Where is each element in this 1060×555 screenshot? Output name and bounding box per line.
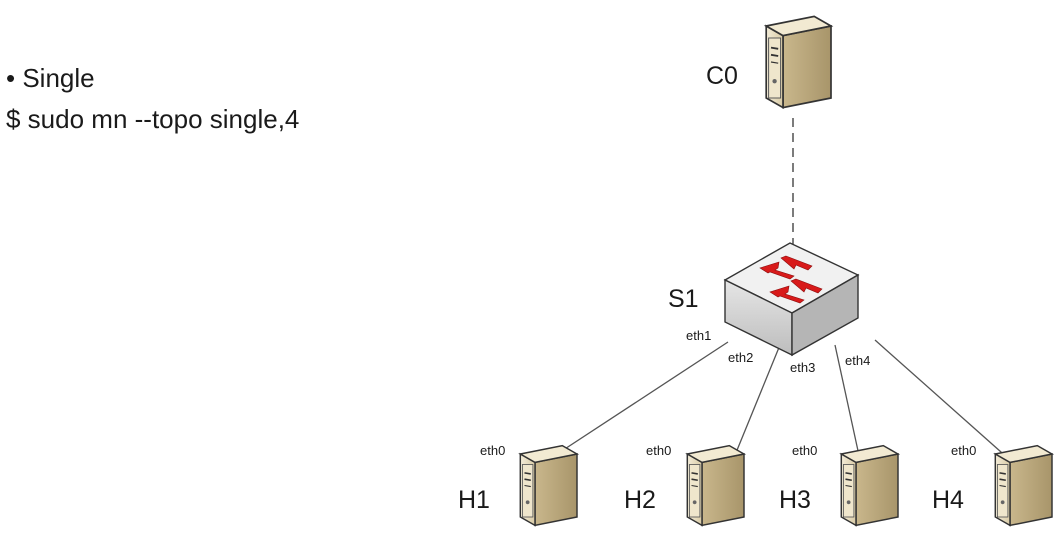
switch-icon: [723, 242, 860, 357]
host-h1-server-icon: [519, 444, 578, 527]
switch-port-eth2: eth2: [728, 350, 753, 365]
host-h3-port: eth0: [792, 443, 817, 458]
link-h3: [834, 344, 861, 461]
host-h4-server-icon: [994, 444, 1053, 527]
host-h1-port: eth0: [480, 443, 505, 458]
bullet-single: • Single: [6, 63, 95, 93]
controller-label: C0: [706, 62, 738, 90]
host-h4-port: eth0: [951, 443, 976, 458]
switch-arrows-icon: [759, 255, 823, 304]
link-h4: [874, 339, 1011, 461]
host-h2-label: H2: [624, 486, 656, 514]
switch-port-eth1: eth1: [686, 328, 711, 343]
host-h2-server-icon: [686, 444, 745, 527]
switch-port-eth3: eth3: [790, 360, 815, 375]
host-h1-label: H1: [458, 486, 490, 514]
link-h1: [547, 341, 729, 461]
slide-text: • Single $ sudo mn --topo single,4: [6, 58, 299, 140]
host-h3-server-icon: [840, 444, 899, 527]
host-h2-port: eth0: [646, 443, 671, 458]
switch-port-eth4: eth4: [845, 353, 870, 368]
switch-label: S1: [668, 285, 699, 313]
host-h4-label: H4: [932, 486, 964, 514]
link-h2: [732, 344, 781, 461]
command-line: $ sudo mn --topo single,4: [6, 104, 300, 134]
host-h3-label: H3: [779, 486, 811, 514]
controller-server-icon: [765, 15, 832, 109]
